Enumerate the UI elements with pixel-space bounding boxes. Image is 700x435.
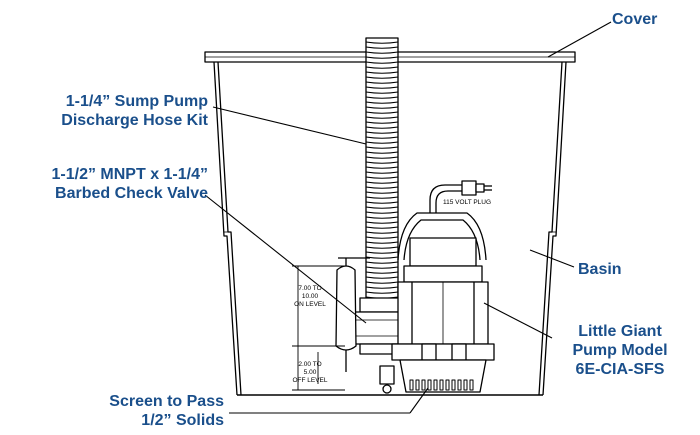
pump-model-label-line-2: Pump Model: [572, 342, 668, 359]
screen-label: Screen to Pass 1/2” Solids: [109, 392, 224, 430]
pump-model-label-line-3: 6E-CIA-SFS: [575, 361, 665, 378]
off-level-label-3: OFF LEVEL: [292, 377, 327, 384]
level-dimensions: [292, 265, 345, 391]
hose-kit-label-line-1: 1-1/4” Sump Pump: [65, 93, 208, 110]
screen-label-line-1: Screen to Pass: [109, 393, 224, 410]
on-level-label-3: ON LEVEL: [294, 301, 326, 308]
off-level-label-1: 2.00 TO: [298, 361, 321, 368]
basin-label: Basin: [578, 261, 622, 278]
on-level-label-1: 7.00 TO: [298, 285, 321, 292]
hose-kit-label: 1-1/4” Sump Pump Discharge Hose Kit: [61, 92, 208, 130]
leader-lines: [204, 21, 612, 414]
pump-model-label-line-1: Little Giant: [578, 323, 662, 340]
power-cord: [429, 180, 492, 213]
intake-screen: [409, 379, 474, 391]
discharge-hose: [365, 37, 399, 301]
check-valve-label-line-2: Barbed Check Valve: [55, 185, 208, 202]
cover-label: Cover: [612, 11, 658, 28]
screen-label-line-2: 1/2” Solids: [141, 412, 224, 429]
check-valve-label-line-1: 1-1/2” MNPT x 1-1/4”: [51, 166, 209, 183]
basin-outline: [213, 61, 567, 396]
on-level-label-2: 10.00: [302, 293, 319, 300]
off-level-label-2: 5.00: [304, 369, 317, 376]
hose-kit-label-line-2: Discharge Hose Kit: [61, 112, 208, 129]
check-valve-label: 1-1/2” MNPT x 1-1/4” Barbed Check Valve: [52, 165, 209, 203]
pump-model-label: Little Giant Pump Model 6E-CIA-SFS: [554, 322, 686, 379]
float-switch: [335, 257, 370, 372]
plug-label: 115 VOLT PLUG: [443, 199, 491, 206]
